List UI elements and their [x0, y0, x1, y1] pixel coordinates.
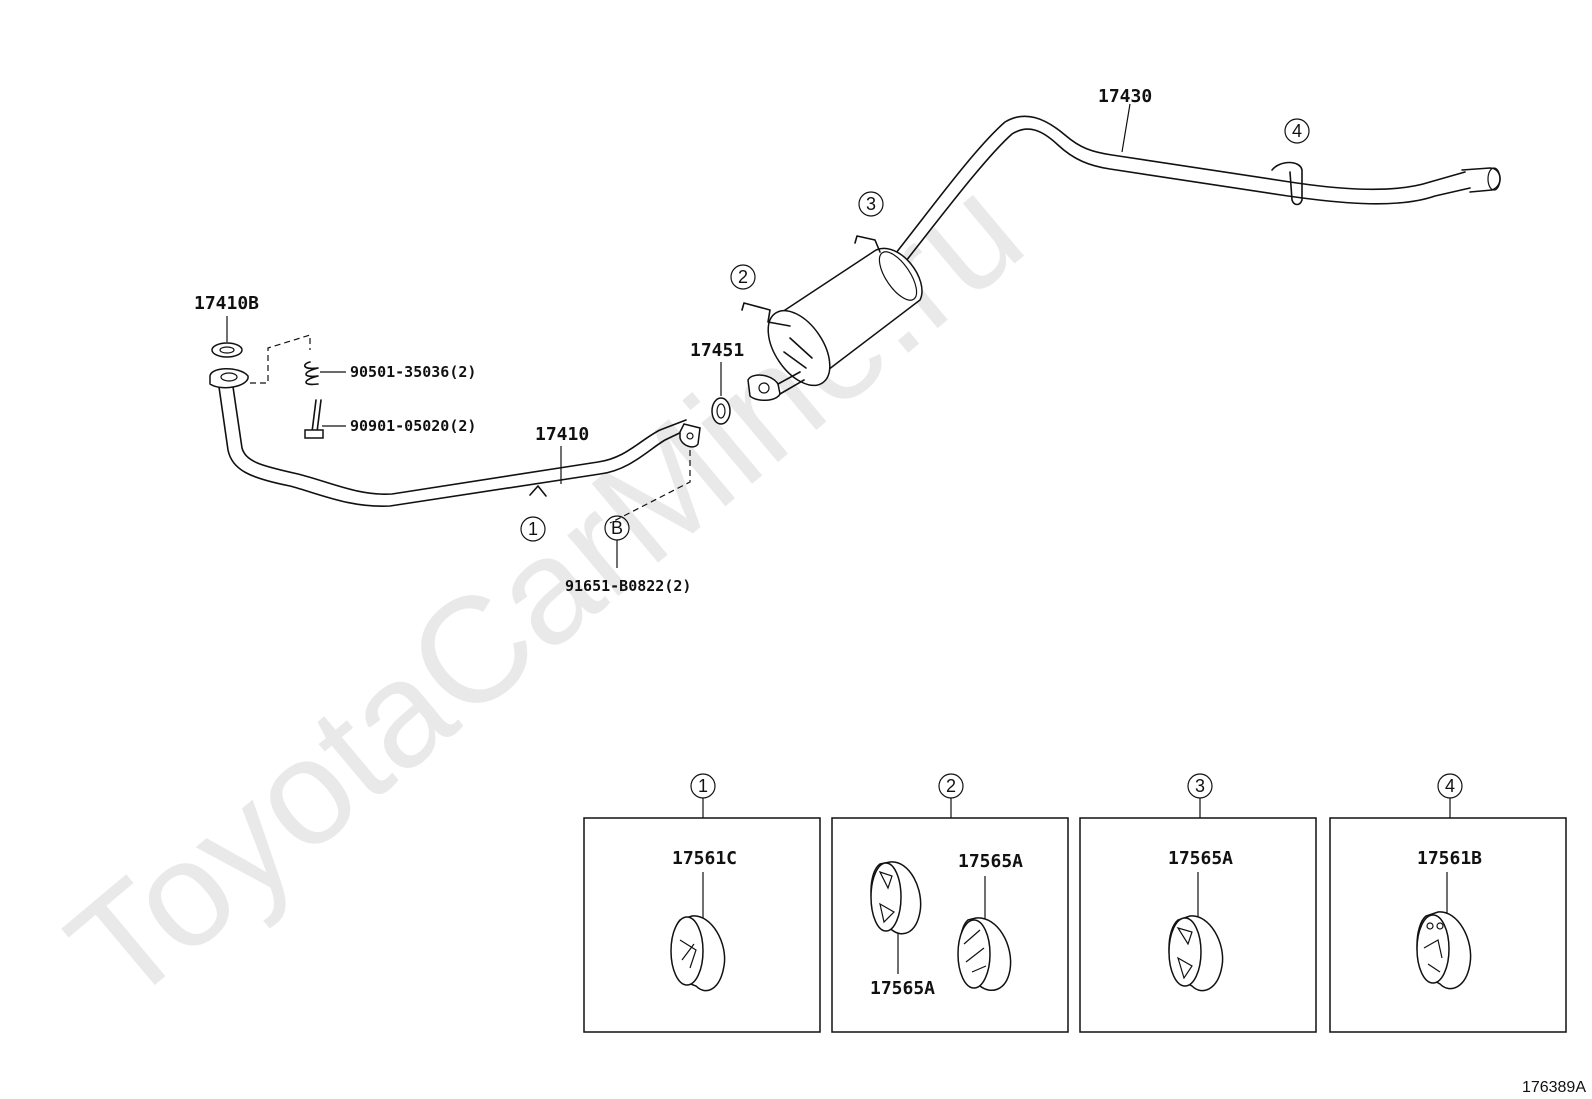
tail-pipe-17430	[891, 115, 1501, 267]
gasket-17410B	[211, 342, 243, 358]
diagram-ref-number: 176389A	[1522, 1079, 1586, 1096]
label-17565A-left: 17565A	[870, 978, 935, 999]
callout-B: B	[611, 518, 623, 538]
detail-box-4: 4 17561B	[1329, 773, 1567, 1033]
svg-text:2: 2	[946, 776, 956, 796]
detail-box-3: 3 17565A	[1079, 773, 1317, 1033]
label-17561B: 17561B	[1417, 848, 1482, 869]
rubber-hanger-17565A	[1168, 915, 1224, 992]
label-17565A-right: 17565A	[958, 851, 1023, 872]
label-90901-05020: 90901-05020(2)	[350, 417, 476, 435]
label-17565A: 17565A	[1168, 848, 1233, 869]
svg-text:3: 3	[1195, 776, 1205, 796]
bolt-90901	[304, 399, 324, 439]
rubber-hanger-17565A-right	[957, 917, 1012, 992]
rubber-hanger-17561C	[670, 915, 726, 992]
label-17430: 17430	[1098, 86, 1152, 107]
spring-90501	[303, 361, 319, 386]
gasket-17451	[711, 397, 731, 425]
rubber-hanger-17565A-left	[870, 861, 922, 935]
detail-box-1: 1 17561C	[583, 773, 821, 1033]
front-pipe-17410	[209, 368, 701, 507]
label-17410: 17410	[535, 424, 589, 445]
rubber-hanger-17561B	[1416, 911, 1472, 990]
label-90501-35036: 90501-35036(2)	[350, 363, 476, 381]
label-17410B: 17410B	[194, 293, 259, 314]
label-17451: 17451	[690, 340, 744, 361]
svg-text:1: 1	[698, 776, 708, 796]
label-17561C: 17561C	[672, 848, 737, 869]
label-91651-B0822: 91651-B0822(2)	[565, 577, 691, 595]
callout-2: 2	[738, 267, 748, 287]
callout-1: 1	[528, 519, 538, 539]
svg-text:4: 4	[1445, 776, 1455, 796]
callout-3: 3	[866, 194, 876, 214]
detail-box-2: 2 17565A 17565A	[831, 773, 1069, 1033]
muffler	[741, 235, 923, 401]
callout-4: 4	[1292, 121, 1302, 141]
